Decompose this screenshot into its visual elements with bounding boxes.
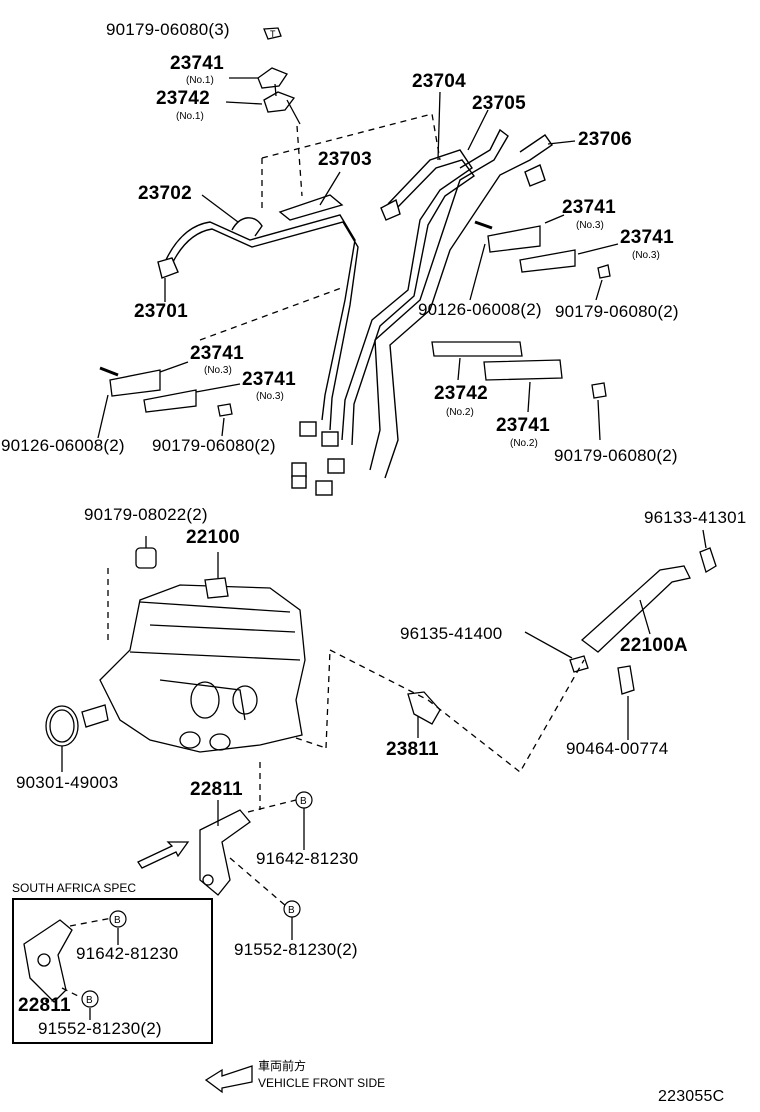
label-23741-no3-l2: 23741 (242, 369, 296, 390)
front-label-en: VEHICLE FRONT SIDE (258, 1076, 386, 1090)
front-arrow-icon (204, 1065, 253, 1094)
sub-no3-l2: (No.3) (256, 391, 284, 402)
inset-label-22811: 22811 (18, 995, 71, 1016)
label-96135-41400: 96135-41400 (400, 624, 503, 643)
inset-bracket (23, 917, 119, 1020)
marker-b-3: B (109, 910, 127, 928)
union (295, 649, 585, 773)
clamp-no3-right (469, 214, 619, 301)
label-22100: 22100 (186, 527, 240, 548)
clamp-no3-left (97, 361, 241, 439)
label-96133-41301: 96133-41301 (644, 508, 747, 527)
svg-text:B: B (300, 796, 307, 807)
svg-text:B: B (86, 995, 93, 1006)
label-23741-no2: 23741 (496, 415, 550, 436)
marker-b-1: B (295, 791, 313, 809)
label-90179-08022-2: 90179-08022(2) (84, 505, 208, 524)
sub-no1-b: (No.1) (176, 111, 204, 122)
label-90126-06008-2-left: 90126-06008(2) (1, 436, 125, 455)
label-23701: 23701 (134, 301, 188, 322)
inset-label-91642-81230: 91642-81230 (76, 944, 179, 963)
label-23741-no3-r1: 23741 (562, 197, 616, 218)
front-label-jp: 車両前方 (258, 1059, 307, 1073)
sub-no3-r1: (No.3) (576, 220, 604, 231)
label-90179-06080-3: 90179-06080(3) (106, 20, 230, 39)
label-90464-00774: 90464-00774 (566, 739, 669, 758)
marker-b-2: B (283, 900, 301, 918)
hose (524, 529, 717, 673)
label-90179-06080-2-left: 90179-06080(2) (152, 436, 276, 455)
label-23703: 23703 (318, 149, 372, 170)
label-22811: 22811 (190, 779, 243, 800)
clip (617, 665, 635, 740)
label-23742-no2: 23742 (434, 383, 488, 404)
sub-no2-a: (No.2) (446, 407, 474, 418)
o-ring (45, 705, 79, 772)
svg-text:B: B (114, 915, 121, 926)
label-23741-no3-l1: 23741 (190, 343, 244, 364)
clamp-no2 (431, 341, 607, 441)
label-23741-no3-r2: 23741 (620, 227, 674, 248)
label-90179-06080-2-right: 90179-06080(2) (555, 302, 679, 321)
nut-t-top: T (263, 27, 282, 40)
label-23741-no1: 23741 (170, 53, 224, 74)
figure-id: 223055C (658, 1088, 725, 1105)
south-africa-inset (12, 898, 213, 1044)
svg-text:T: T (270, 29, 276, 39)
sub-no3-r2: (No.3) (632, 250, 660, 261)
label-23811: 23811 (386, 739, 439, 760)
bracket (137, 762, 305, 940)
label-90126-06008-2-right: 90126-06008(2) (418, 300, 542, 319)
label-91552-81230-2: 91552-81230(2) (234, 940, 358, 959)
label-23706: 23706 (578, 129, 632, 150)
injection-pump (81, 552, 306, 753)
label-23704: 23704 (412, 71, 466, 92)
marker-b-4: B (81, 990, 99, 1008)
south-africa-spec-title: SOUTH AFRICA SPEC (12, 881, 137, 895)
label-22100A: 22100A (620, 635, 688, 656)
svg-text:B: B (288, 905, 295, 916)
injection-pipes (157, 128, 553, 496)
label-90301-49003: 90301-49003 (16, 773, 119, 792)
dashed-guides-top (199, 113, 441, 341)
label-91642-81230: 91642-81230 (256, 849, 359, 868)
label-23702: 23702 (138, 183, 192, 204)
clamp-no1 (225, 67, 301, 125)
label-23742-no1: 23742 (156, 88, 210, 109)
cushion (107, 536, 157, 640)
inset-label-91552-81230-2: 91552-81230(2) (38, 1019, 162, 1038)
sub-no2-b: (No.2) (510, 438, 538, 449)
leaders-pipes (164, 91, 576, 302)
label-23705: 23705 (472, 93, 526, 114)
sub-no3-l1: (No.3) (204, 365, 232, 376)
sub-no1-a: (No.1) (186, 75, 214, 86)
label-90179-06080-2-lower: 90179-06080(2) (554, 446, 678, 465)
